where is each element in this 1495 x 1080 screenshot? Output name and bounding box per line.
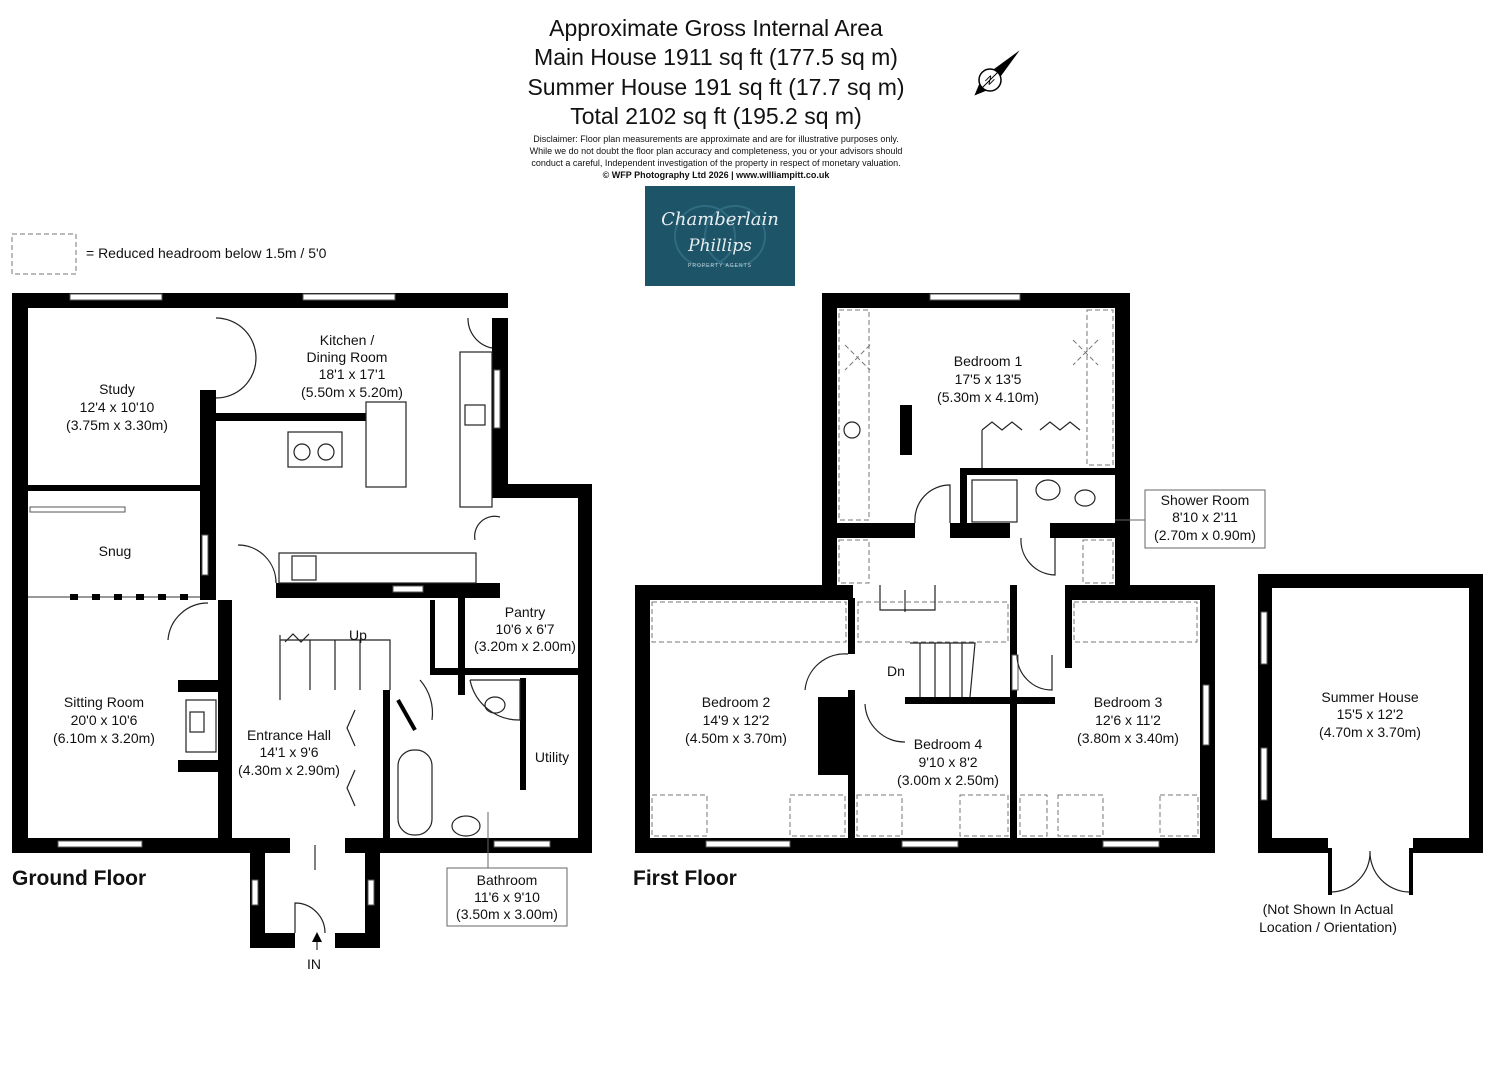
summer-house-note: (Not Shown In Actual — [1263, 901, 1394, 917]
copyright: © WFP Photography Ltd 2026 | www.william… — [603, 170, 831, 180]
first-floor-title: First Floor — [633, 867, 737, 890]
title-line: Approximate Gross Internal Area — [549, 15, 883, 41]
room-name: Bedroom 3 — [1094, 694, 1163, 710]
agent-logo: Chamberlain Phillips PROPERTY AGENTS — [645, 186, 795, 286]
room-name: Study — [99, 381, 135, 397]
room-dimensions-metric: (3.80m x 3.40m) — [1077, 730, 1179, 746]
title-line: Total 2102 sq ft (195.2 sq m) — [570, 103, 862, 129]
room-name: Kitchen / — [320, 332, 375, 348]
room-dimensions-imperial: 12'4 x 10'10 — [80, 399, 155, 415]
area-summary: Approximate Gross Internal Area Main Hou… — [527, 15, 904, 180]
disclaimer-line: While we do not doubt the floor plan acc… — [530, 146, 903, 156]
room-dimensions-metric: (4.30m x 2.90m) — [238, 762, 340, 778]
room-dimensions-metric: (4.50m x 3.70m) — [685, 730, 787, 746]
room-bedroom-3: Bedroom 3 12'6 x 11'2 (3.80m x 3.40m) — [1077, 694, 1179, 746]
title-line: Summer House 191 sq ft (17.7 sq m) — [527, 74, 904, 100]
room-name: Entrance Hall — [247, 727, 331, 743]
room-name: Bathroom — [477, 872, 538, 888]
room-name: Summer House — [1321, 689, 1418, 705]
room-dimensions-imperial: 14'9 x 12'2 — [703, 712, 770, 728]
room-dimensions-metric: (6.10m x 3.20m) — [53, 730, 155, 746]
room-snug: Snug — [99, 543, 132, 559]
summer-house-note: Location / Orientation) — [1259, 919, 1397, 935]
room-dimensions-metric: (3.20m x 2.00m) — [474, 638, 576, 654]
room-name: Pantry — [505, 604, 545, 620]
first-floor-plan: Bedroom 1 17'5 x 13'5 (5.30m x 4.10m) Sh… — [633, 293, 1266, 890]
stairs-up-label: Up — [349, 627, 367, 643]
room-name: Sitting Room — [64, 694, 144, 710]
room-entrance-hall: Entrance Hall 14'1 x 9'6 (4.30m x 2.90m) — [238, 727, 340, 778]
room-dimensions-imperial: 18'1 x 17'1 — [319, 366, 386, 382]
room-name: Bedroom 2 — [702, 694, 771, 710]
room-dimensions-imperial: 12'6 x 11'2 — [1095, 712, 1161, 728]
room-bedroom-4: Bedroom 4 9'10 x 8'2 (3.00m x 2.50m) — [897, 736, 999, 788]
room-dimensions-imperial: 11'6 x 9'10 — [474, 889, 540, 905]
room-dimensions-metric: (3.00m x 2.50m) — [897, 772, 999, 788]
room-dimensions-metric: (5.30m x 4.10m) — [937, 389, 1039, 405]
disclaimer-line: Disclaimer: Floor plan measurements are … — [533, 134, 899, 144]
room-dimensions-imperial: 15'5 x 12'2 — [1337, 706, 1404, 722]
room-name: Bedroom 1 — [954, 353, 1023, 369]
room-bedroom-1: Bedroom 1 17'5 x 13'5 (5.30m x 4.10m) — [937, 353, 1039, 405]
room-dimensions-imperial: 8'10 x 2'11 — [1172, 509, 1238, 525]
entrance-label: IN — [307, 956, 321, 972]
legend-text: = Reduced headroom below 1.5m / 5'0 — [86, 245, 327, 261]
room-sitting-room: Sitting Room 20'0 x 10'6 (6.10m x 3.20m) — [53, 694, 155, 746]
room-dimensions-imperial: 14'1 x 9'6 — [259, 744, 318, 760]
room-dimensions-imperial: 9'10 x 8'2 — [918, 754, 977, 770]
logo-line1: Chamberlain — [661, 209, 779, 230]
room-dimensions-imperial: 10'6 x 6'7 — [495, 621, 554, 637]
room-kitchen-dining: Kitchen / Dining Room 18'1 x 17'1 (5.50m… — [301, 332, 403, 400]
logo-tagline: PROPERTY AGENTS — [688, 263, 752, 269]
room-bathroom: Bathroom 11'6 x 9'10 (3.50m x 3.00m) — [446, 867, 568, 927]
ground-floor-title: Ground Floor — [12, 867, 146, 890]
room-study: Study 12'4 x 10'10 (3.75m x 3.30m) — [66, 381, 168, 433]
room-dimensions-imperial: 17'5 x 13'5 — [955, 371, 1022, 387]
room-dimensions-metric: (4.70m x 3.70m) — [1319, 724, 1421, 740]
room-name: Shower Room — [1161, 492, 1250, 508]
room-utility: Utility — [535, 749, 569, 765]
compass-icon: N — [974, 50, 1020, 96]
room-dimensions-metric: (3.75m x 3.30m) — [66, 417, 168, 433]
logo-line2: Phillips — [687, 236, 752, 256]
room-pantry: Pantry 10'6 x 6'7 (3.20m x 2.00m) — [474, 604, 576, 654]
room-name: Bedroom 4 — [914, 736, 983, 752]
room-dimensions-metric: (3.50m x 3.00m) — [456, 906, 558, 922]
room-bedroom-2: Bedroom 2 14'9 x 12'2 (4.50m x 3.70m) — [685, 694, 787, 746]
room-name: Dining Room — [307, 349, 388, 365]
ground-floor-plan: Kitchen / Dining Room 18'1 x 17'1 (5.50m… — [12, 293, 592, 972]
room-shower-room: Shower Room 8'10 x 2'11 (2.70m x 0.90m) — [1144, 489, 1266, 549]
room-dimensions-imperial: 20'0 x 10'6 — [71, 712, 138, 728]
legend: = Reduced headroom below 1.5m / 5'0 — [11, 233, 327, 275]
stairs-down-label: Dn — [887, 663, 905, 679]
title-line: Main House 1911 sq ft (177.5 sq m) — [534, 44, 898, 70]
disclaimer-line: conduct a careful, Independent investiga… — [531, 158, 900, 168]
room-dimensions-metric: (2.70m x 0.90m) — [1154, 527, 1256, 543]
room-summer-house: Summer House 15'5 x 12'2 (4.70m x 3.70m) — [1319, 689, 1421, 740]
room-dimensions-metric: (5.50m x 5.20m) — [301, 384, 403, 400]
summer-house-plan: Summer House 15'5 x 12'2 (4.70m x 3.70m)… — [1258, 574, 1483, 935]
